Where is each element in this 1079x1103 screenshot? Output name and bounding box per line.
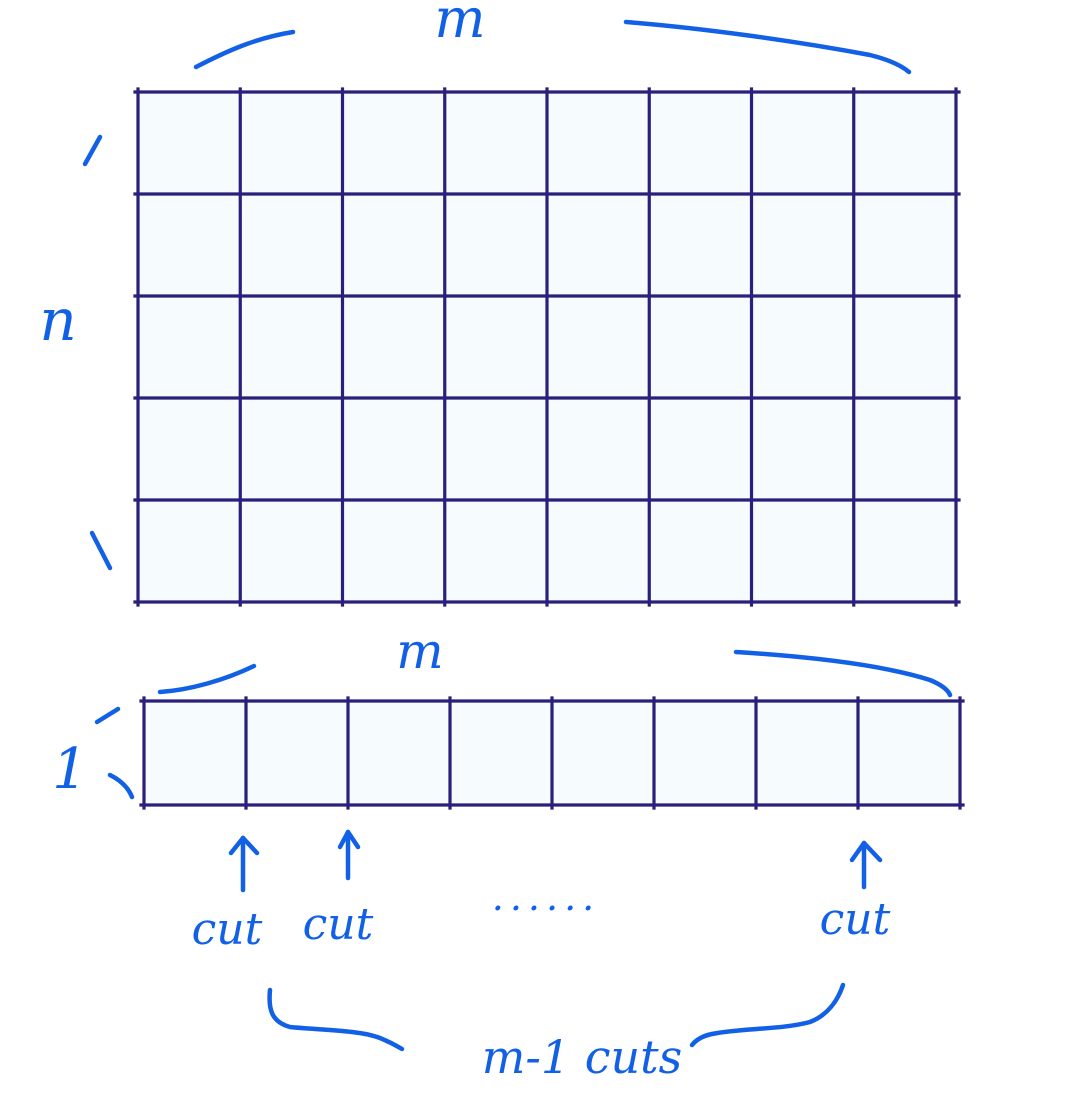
cut-arrow-1-head [228, 835, 260, 856]
top-width-label: m [434, 0, 485, 50]
left-brace-top-tick [82, 134, 103, 167]
strip-grid [139, 696, 965, 810]
total-cuts-brace: m-1 cuts [267, 982, 846, 1084]
strip-grid-lines [139, 696, 965, 810]
cut-arrow-3 [849, 840, 883, 890]
strip-height-label: 1 [52, 737, 88, 802]
total-brace-left [267, 987, 405, 1052]
cut-arrow-2-head [337, 829, 361, 850]
strip-width-label: m [396, 622, 443, 680]
top-brace-left-arc [193, 29, 296, 70]
top-brace-right-arc [623, 19, 912, 75]
strip-height-brace: 1 [52, 706, 135, 802]
cut-label-2: cut [303, 899, 374, 950]
cut-labels: cut cut cut ...... [192, 875, 891, 955]
left-height-brace: n [39, 134, 113, 571]
top-grid [133, 87, 961, 607]
top-grid-lines [133, 87, 961, 607]
left-height-label: n [39, 286, 76, 354]
cut-arrow-1 [228, 835, 260, 893]
cut-arrow-3-head [849, 840, 883, 863]
top-width-brace: m [193, 0, 912, 75]
cut-arrow-2 [337, 829, 361, 881]
total-cuts-label: m-1 cuts [482, 1030, 683, 1084]
strip-width-brace: m [157, 622, 953, 698]
strip-brace-bottom-tick [107, 772, 135, 800]
cut-label-1: cut [192, 904, 263, 955]
cut-label-3: cut [820, 894, 891, 945]
strip-brace-right-arc [733, 649, 953, 698]
cut-arrows [228, 829, 883, 893]
total-brace-right [689, 982, 846, 1048]
left-brace-bottom-tick [89, 530, 113, 571]
cut-ellipsis: ...... [492, 875, 600, 919]
strip-brace-left-arc [157, 663, 257, 695]
strip-brace-top-tick [94, 706, 121, 725]
